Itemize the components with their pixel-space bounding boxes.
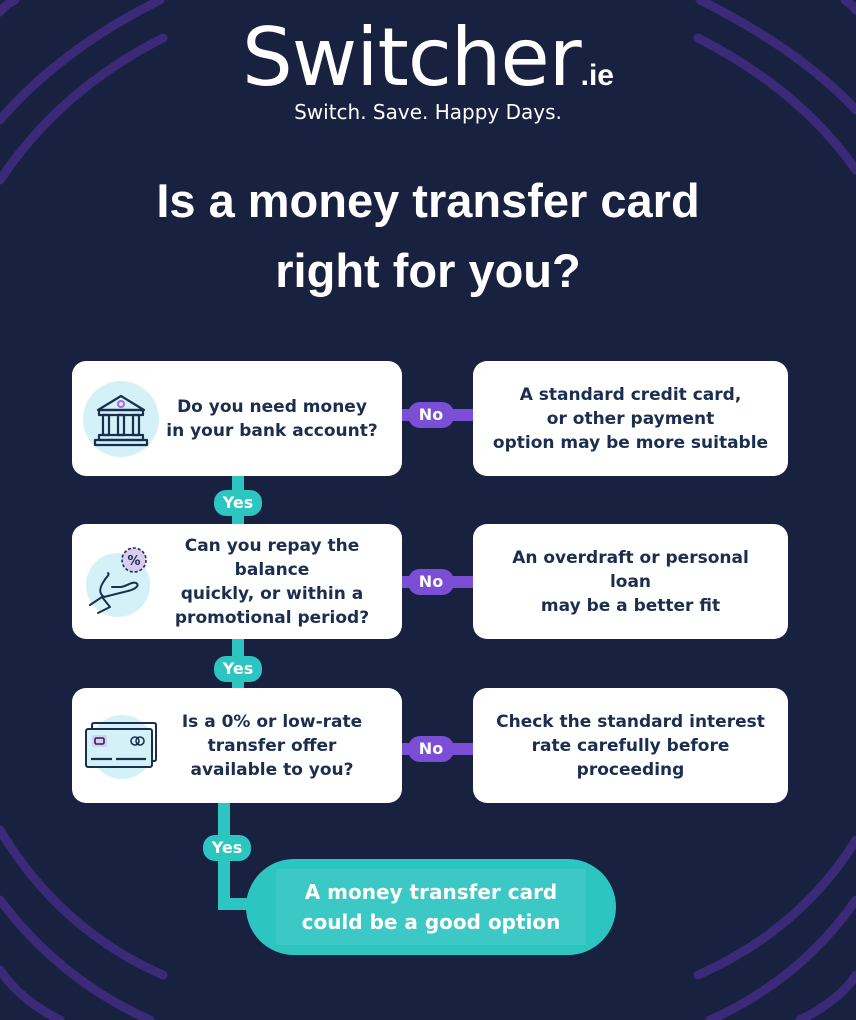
yes-badge-3: Yes bbox=[203, 835, 251, 861]
logo-tld: .ie bbox=[580, 59, 614, 92]
switcher-logo: Switcher.ie bbox=[0, 8, 856, 108]
outcome-card-2: An overdraft or personal loan may be a b… bbox=[473, 524, 788, 639]
outcome-card-3: Check the standard interest rate careful… bbox=[473, 688, 788, 803]
result-pill: A money transfer card could be a good op… bbox=[246, 859, 616, 955]
outcome-text-1: A standard credit card, or other payment… bbox=[492, 384, 769, 453]
question-text-2: Can you repay the balance quickly, or wi… bbox=[174, 535, 370, 628]
bank-icon bbox=[83, 380, 159, 457]
tagline: Switch. Save. Happy Days. bbox=[294, 100, 562, 124]
credit-cards-icon bbox=[85, 714, 157, 779]
question-text-1: Do you need money in your bank account? bbox=[166, 396, 378, 441]
no-badge-2: No bbox=[408, 569, 454, 595]
title-line-1: Is a money transfer card bbox=[156, 174, 700, 227]
outcome-text-2: An overdraft or personal loan may be a b… bbox=[512, 547, 749, 616]
title-line-2: right for you? bbox=[275, 244, 581, 297]
question-card-3: Is a 0% or low-rate transfer offer avail… bbox=[72, 688, 402, 803]
outcome-text-3: Check the standard interest rate careful… bbox=[496, 711, 765, 780]
hand-percent-icon: % bbox=[86, 546, 150, 617]
outcome-card-1: A standard credit card, or other payment… bbox=[473, 361, 788, 476]
yes-badge-2: Yes bbox=[214, 656, 262, 682]
yes-badge-1: Yes bbox=[214, 490, 262, 516]
question-card-2: % Can you repay the balance quickly, or … bbox=[72, 524, 402, 639]
question-card-1: Do you need money in your bank account? bbox=[72, 361, 402, 476]
question-text-3: Is a 0% or low-rate transfer offer avail… bbox=[181, 711, 363, 780]
page-title: Is a money transfer card right for you? bbox=[0, 166, 856, 306]
result-text: A money transfer card could be a good op… bbox=[275, 869, 587, 945]
logo-wordmark: Switcher bbox=[242, 11, 582, 104]
svg-text:%: % bbox=[127, 554, 140, 569]
no-badge-3: No bbox=[408, 736, 454, 762]
no-badge-1: No bbox=[408, 402, 454, 428]
